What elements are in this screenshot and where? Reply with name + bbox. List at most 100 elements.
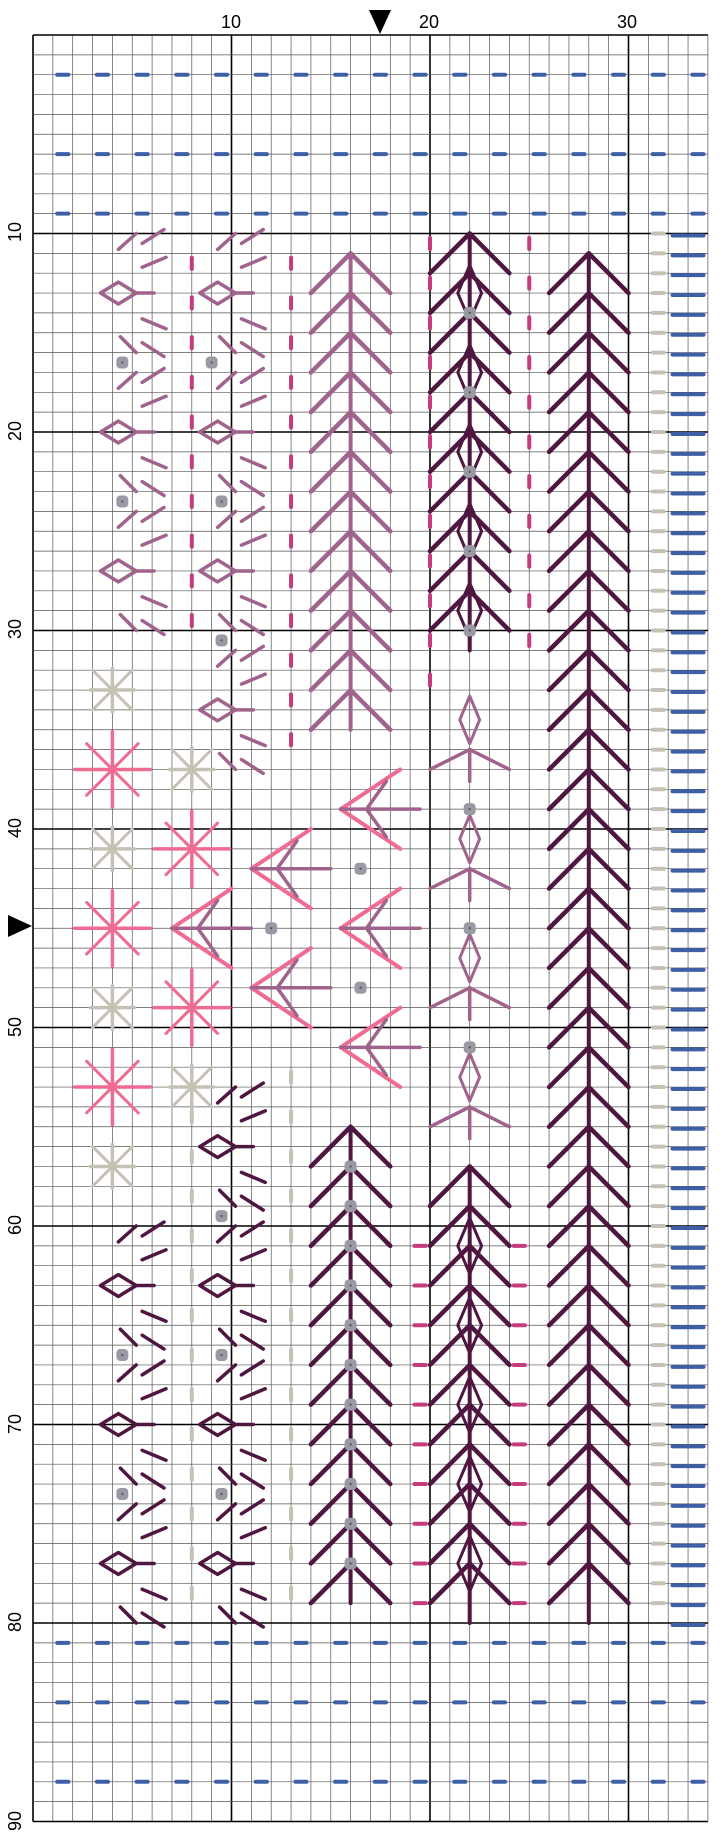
bead-hole bbox=[220, 1215, 222, 1217]
bead-hole bbox=[220, 1493, 222, 1495]
bead-hole bbox=[469, 312, 471, 314]
plum-flower-stitch bbox=[142, 1335, 164, 1349]
left-label-90: 90 bbox=[5, 1811, 25, 1831]
mauve-flower-stitch bbox=[241, 458, 265, 468]
bead-hole bbox=[349, 1483, 351, 1485]
plum-flower-stitch bbox=[142, 1589, 166, 1599]
plum-flower-stitch bbox=[241, 1450, 265, 1460]
left-label-40: 40 bbox=[5, 818, 25, 838]
mauve-flower-stitch bbox=[218, 372, 236, 388]
mauve-flower-stitch bbox=[241, 597, 265, 607]
left-label-50: 50 bbox=[5, 1017, 25, 1037]
plum-flower-stitch bbox=[241, 1613, 263, 1627]
plum-flower-stitch bbox=[220, 1329, 236, 1345]
bead-hole bbox=[349, 1165, 351, 1167]
bead-hole bbox=[349, 1403, 351, 1405]
plum-flower-stitch bbox=[142, 1450, 166, 1460]
plum-flower-stitch bbox=[220, 1468, 236, 1484]
mauve-flower-stitch bbox=[118, 234, 136, 250]
mauve-flower-stitch bbox=[241, 396, 265, 406]
top-label-10: 10 bbox=[221, 12, 241, 32]
mauve-flower-stitch bbox=[241, 736, 265, 746]
bead-hole bbox=[121, 1354, 123, 1356]
bead-hole bbox=[349, 1245, 351, 1247]
mauve-flower-stitch bbox=[142, 396, 166, 406]
plum-flower-stitch bbox=[218, 1504, 236, 1520]
left-label-20: 20 bbox=[5, 421, 25, 441]
mauve-flower-stitch bbox=[142, 343, 164, 357]
bead-hole bbox=[359, 987, 361, 989]
bead-hole bbox=[121, 361, 123, 363]
bead-hole bbox=[349, 1205, 351, 1207]
bead-hole bbox=[220, 500, 222, 502]
plum-flower-stitch bbox=[241, 1389, 265, 1399]
bead-hole bbox=[349, 1443, 351, 1445]
plum-flower-stitch bbox=[241, 1335, 263, 1349]
bead-hole bbox=[469, 1046, 471, 1048]
mauve-flower-stitch bbox=[142, 458, 166, 468]
plum-flower-stitch bbox=[241, 1083, 263, 1097]
mauve-flower-stitch bbox=[241, 646, 263, 660]
bead-hole bbox=[210, 361, 212, 363]
left-label-80: 80 bbox=[5, 1612, 25, 1632]
plum-flower-stitch bbox=[241, 1311, 265, 1321]
mauve-flower-stitch bbox=[241, 760, 263, 774]
plum-flower-stitch bbox=[241, 1250, 265, 1260]
plum-flower-stitch bbox=[241, 1528, 265, 1538]
left-label-10: 10 bbox=[5, 222, 25, 242]
mauve-flower-stitch bbox=[142, 597, 166, 607]
mauve-flower-stitch bbox=[142, 507, 164, 521]
bead-hole bbox=[349, 1562, 351, 1564]
plum-flower-stitch bbox=[218, 1226, 236, 1242]
mauve-flower-stitch bbox=[120, 476, 136, 492]
bead-hole bbox=[469, 391, 471, 393]
mauve-flower-stitch bbox=[241, 343, 263, 357]
bead-hole bbox=[121, 1493, 123, 1495]
top-label-30: 30 bbox=[617, 12, 637, 32]
mauve-flower-stitch bbox=[241, 621, 263, 635]
mauve-flower-stitch bbox=[142, 230, 164, 244]
plum-flower-stitch bbox=[120, 1607, 136, 1623]
mauve-flower-stitch bbox=[142, 535, 166, 545]
bead-hole bbox=[220, 1354, 222, 1356]
plum-flower-stitch bbox=[142, 1500, 164, 1514]
mauve-flower-stitch bbox=[241, 482, 263, 496]
bead-hole bbox=[270, 927, 272, 929]
plum-flower-stitch bbox=[218, 1365, 236, 1381]
plum-flower-stitch bbox=[142, 1250, 166, 1260]
left-label-70: 70 bbox=[5, 1414, 25, 1434]
mauve-flower-stitch bbox=[218, 511, 236, 527]
bead-hole bbox=[469, 808, 471, 810]
mauve-flower-stitch bbox=[142, 319, 166, 329]
plum-flower-stitch bbox=[220, 1607, 236, 1623]
plum-flower-stitch bbox=[218, 1087, 236, 1103]
mauve-flower-stitch bbox=[118, 372, 136, 388]
bead-hole bbox=[469, 550, 471, 552]
plum-flower-stitch bbox=[118, 1504, 136, 1520]
bead-hole bbox=[349, 1523, 351, 1525]
mauve-flower-stitch bbox=[218, 650, 236, 666]
left-label-30: 30 bbox=[5, 619, 25, 639]
mauve-flower-stitch bbox=[220, 476, 236, 492]
plum-flower-stitch bbox=[142, 1311, 166, 1321]
plum-flower-stitch bbox=[142, 1528, 166, 1538]
mauve-flower-stitch bbox=[241, 319, 265, 329]
plum-flower-stitch bbox=[118, 1365, 136, 1381]
mauve-flower-stitch bbox=[241, 674, 265, 684]
bead-hole bbox=[349, 1364, 351, 1366]
mauve-flower-stitch bbox=[241, 257, 265, 267]
plum-flower-stitch bbox=[118, 1226, 136, 1242]
bead-hole bbox=[359, 868, 361, 870]
bead-hole bbox=[220, 639, 222, 641]
mauve-flower-stitch bbox=[142, 257, 166, 267]
left-label-60: 60 bbox=[5, 1215, 25, 1235]
plum-flower-stitch bbox=[241, 1500, 263, 1514]
mauve-flower-stitch bbox=[241, 507, 263, 521]
plum-flower-stitch bbox=[241, 1222, 263, 1236]
plum-flower-stitch bbox=[142, 1222, 164, 1236]
plum-flower-stitch bbox=[142, 1474, 164, 1488]
mauve-flower-stitch bbox=[120, 615, 136, 631]
bead-hole bbox=[121, 500, 123, 502]
plum-flower-stitch bbox=[241, 1361, 263, 1375]
